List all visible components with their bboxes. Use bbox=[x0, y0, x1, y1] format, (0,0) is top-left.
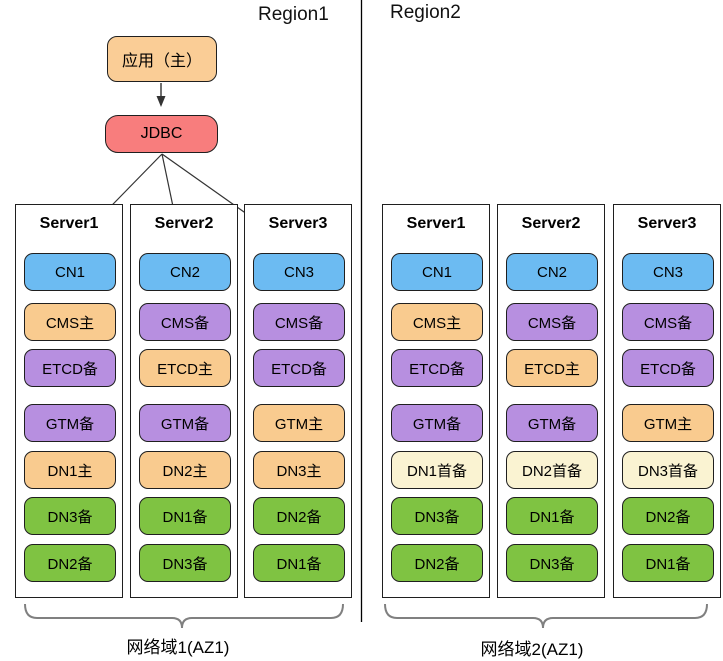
server-title: Server1 bbox=[406, 215, 466, 232]
node-box-gtm: GTM备 bbox=[139, 404, 231, 442]
node-box-cms: CMS主 bbox=[391, 303, 483, 341]
node-box-dn1: DN1备 bbox=[139, 497, 231, 535]
node-box-cn1: CN1 bbox=[24, 253, 116, 291]
node-box-etcd: ETCD备 bbox=[391, 349, 483, 387]
node-box-cms: CMS备 bbox=[506, 303, 598, 341]
node-box-etcd: ETCD主 bbox=[506, 349, 598, 387]
node-box-dn2: DN2备 bbox=[622, 497, 714, 535]
node-box-dn1: DN1备 bbox=[622, 544, 714, 582]
network-zone2-brace bbox=[384, 603, 708, 629]
node-box-gtm: GTM备 bbox=[506, 404, 598, 442]
node-box-cn3: CN3 bbox=[622, 253, 714, 291]
node-box-cn3: CN3 bbox=[253, 253, 345, 291]
node-box-cms: CMS主 bbox=[24, 303, 116, 341]
node-box-cms: CMS备 bbox=[622, 303, 714, 341]
server-title: Server3 bbox=[637, 215, 697, 232]
node-box-dn1: DN1备 bbox=[506, 497, 598, 535]
server-title: Server2 bbox=[521, 215, 581, 232]
node-box-dn1: DN1首备 bbox=[391, 451, 483, 489]
node-box-dn3: DN3备 bbox=[391, 497, 483, 535]
app-primary-node: 应用（主） bbox=[107, 36, 217, 82]
node-box-dn3: DN3备 bbox=[139, 544, 231, 582]
node-box-dn2: DN2备 bbox=[24, 544, 116, 582]
node-box-dn3: DN3备 bbox=[506, 544, 598, 582]
jdbc-node: JDBC bbox=[105, 115, 218, 153]
node-box-dn2: DN2首备 bbox=[506, 451, 598, 489]
node-box-etcd: ETCD主 bbox=[139, 349, 231, 387]
node-box-dn1: DN1备 bbox=[253, 544, 345, 582]
node-box-dn3: DN3首备 bbox=[622, 451, 714, 489]
node-box-dn1: DN1主 bbox=[24, 451, 116, 489]
node-box-cn2: CN2 bbox=[506, 253, 598, 291]
node-box-gtm: GTM主 bbox=[622, 404, 714, 442]
node-box-cn1: CN1 bbox=[391, 253, 483, 291]
node-box-cms: CMS备 bbox=[139, 303, 231, 341]
node-box-etcd: ETCD备 bbox=[253, 349, 345, 387]
network-zone2-label: 网络域2(AZ1) bbox=[480, 640, 584, 659]
node-box-gtm: GTM主 bbox=[253, 404, 345, 442]
network-zone1-label: 网络域1(AZ1) bbox=[126, 638, 230, 657]
server-title: Server2 bbox=[154, 215, 214, 232]
node-box-dn2: DN2备 bbox=[391, 544, 483, 582]
node-box-dn2: DN2主 bbox=[139, 451, 231, 489]
network-zone1-brace bbox=[24, 603, 344, 629]
node-box-dn3: DN3主 bbox=[253, 451, 345, 489]
node-box-dn3: DN3备 bbox=[24, 497, 116, 535]
node-box-cms: CMS备 bbox=[253, 303, 345, 341]
node-box-dn2: DN2备 bbox=[253, 497, 345, 535]
node-box-gtm: GTM备 bbox=[24, 404, 116, 442]
server-title: Server3 bbox=[268, 215, 328, 232]
node-box-etcd: ETCD备 bbox=[622, 349, 714, 387]
node-box-etcd: ETCD备 bbox=[24, 349, 116, 387]
node-box-gtm: GTM备 bbox=[391, 404, 483, 442]
node-box-cn2: CN2 bbox=[139, 253, 231, 291]
region1-label: Region1 bbox=[258, 4, 329, 25]
server-title: Server1 bbox=[39, 215, 99, 232]
region2-label: Region2 bbox=[390, 2, 461, 23]
